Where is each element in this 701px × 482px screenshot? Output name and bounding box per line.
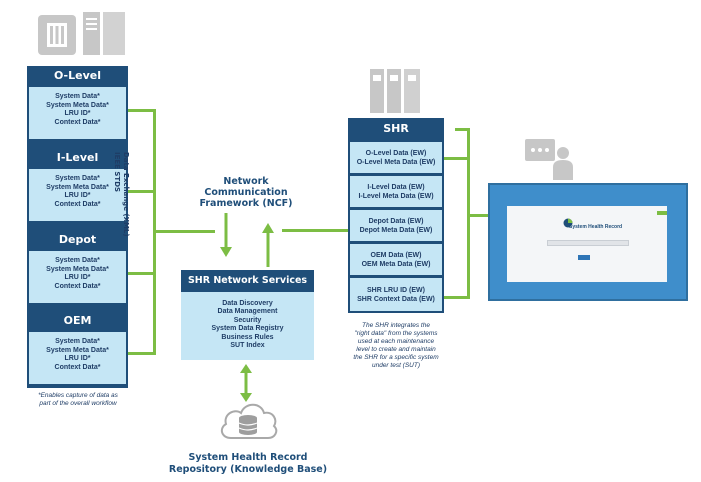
shr-row: OEM Data (EW) OEM Meta Data (EW) <box>350 244 442 275</box>
level-depot: Depot System Data* System Meta Data* LRU… <box>27 230 128 303</box>
shr-row: I-Level Data (EW) I-Level Meta Data (EW) <box>350 176 442 207</box>
shr-row: O-Level Data (EW) O-Level Meta Data (EW) <box>350 142 442 173</box>
services-list: Data Discovery Data Management Security … <box>211 300 284 350</box>
username-input[interactable] <box>547 240 629 246</box>
connector-o-level <box>128 109 154 112</box>
double-arrow-icon <box>240 364 252 402</box>
ncf-label: Network Communication Framework (NCF) <box>199 176 293 209</box>
shr-network-services: SHR Network Services Data Discovery Data… <box>181 270 314 360</box>
level-data-list: System Data* System Meta Data* LRU ID* C… <box>29 251 126 303</box>
shr-caption: The SHR integrates the "right data" from… <box>353 322 439 369</box>
level-data-list: System Data* System Meta Data* LRU ID* C… <box>29 87 126 139</box>
shr-logo-text: System Health Record <box>569 224 623 230</box>
shr-panel: SHR O-Level Data (EW) O-Level Meta Data … <box>348 118 444 313</box>
top-right-button[interactable] <box>657 211 667 215</box>
level-data-list: System Data* System Meta Data* LRU ID* C… <box>29 169 126 221</box>
level-o: O-Level System Data* System Meta Data* L… <box>27 66 128 139</box>
connector-to-monitor <box>467 214 489 217</box>
monitor-screen: System Health Record <box>488 183 688 301</box>
shr-logo-icon <box>563 218 573 228</box>
shr-row: SHR LRU ID (EW) SHR Context Data (EW) <box>350 278 442 311</box>
login-button[interactable] <box>578 255 590 260</box>
login-panel: System Health Record <box>507 206 667 282</box>
presenter-icon <box>523 137 573 181</box>
level-i: I-Level System Data* System Meta Data* L… <box>27 148 128 221</box>
connector-to-ncf <box>153 230 215 233</box>
level-title: OEM <box>27 311 128 330</box>
level-title: Depot <box>27 230 128 249</box>
arrow-down-icon <box>220 213 232 257</box>
bracket-vertical-right <box>467 128 470 299</box>
connector-depot <box>128 272 154 275</box>
connector-shr-row-5 <box>444 296 468 299</box>
shr-row: Depot Data (EW) Depot Meta Data (EW) <box>350 210 442 241</box>
cloud-database-icon <box>217 398 279 442</box>
bracket-top <box>455 128 470 131</box>
arrow-up-icon <box>262 223 274 267</box>
left-footnote: *Enables capture of data as part of the … <box>38 392 118 407</box>
connector-shr-row-1 <box>444 157 468 160</box>
building-icon <box>37 14 77 56</box>
shr-title: SHR <box>348 118 444 140</box>
server-tower-icon <box>82 10 126 56</box>
binders-icon <box>369 65 421 115</box>
connector-oem <box>128 352 154 355</box>
level-oem: OEM System Data* System Meta Data* LRU I… <box>27 311 128 384</box>
level-data-list: System Data* System Meta Data* LRU ID* C… <box>29 332 126 384</box>
connector-ncf-to-shr <box>282 229 348 232</box>
services-title: SHR Network Services <box>181 270 314 292</box>
connector-i-level <box>128 190 154 193</box>
data-exchange-label: Data Exchange (XML) IEEE STDS <box>113 152 130 237</box>
level-title: O-Level <box>27 66 128 85</box>
repository-label: System Health Record Repository (Knowled… <box>168 452 328 475</box>
level-title: I-Level <box>27 148 128 167</box>
